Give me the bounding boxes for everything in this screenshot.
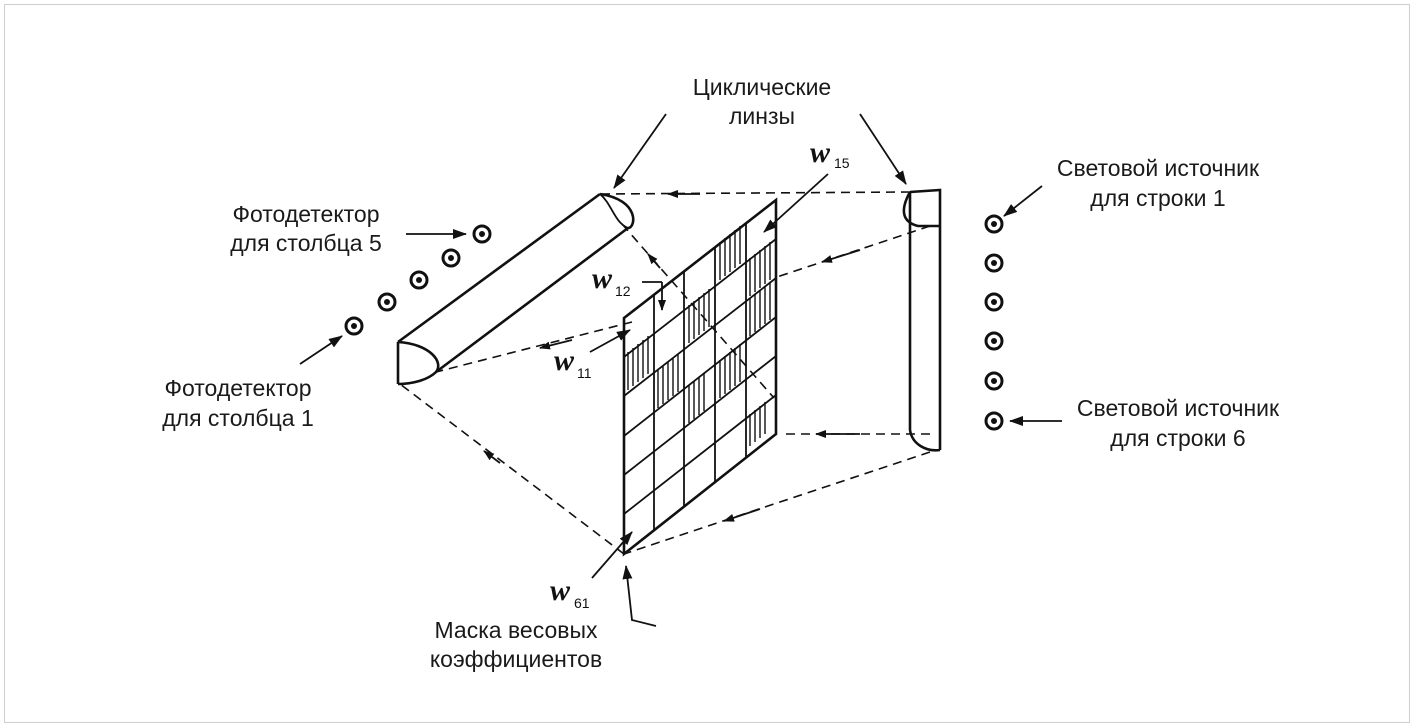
photodetector-col1-label-line2: для столбца 1: [162, 405, 314, 431]
light-source-row1-label-line2: для строки 1: [1090, 185, 1225, 211]
weight-w61-label: w 61: [550, 574, 590, 611]
photodetectors: [344, 224, 492, 336]
cyclic-lenses-label-line1: Циклические: [693, 74, 831, 100]
cyclic-lens-horizontal: [396, 192, 635, 386]
cyclic-lens-vertical: [902, 188, 942, 452]
ray-arrows: [483, 190, 861, 522]
weight-w15-label: w 15: [810, 136, 850, 171]
weight-mask-label-line2: коэффициентов: [430, 646, 602, 672]
light-source-row4-icon: [984, 331, 1004, 351]
svg-text:15: 15: [834, 155, 850, 171]
photodetector-col3-icon: [409, 270, 429, 290]
cyclic-lenses-label-line2: линзы: [729, 103, 795, 129]
photodetector-col1-label-line1: Фотодетектор: [164, 375, 311, 401]
photodetector-col4-icon: [441, 248, 461, 268]
photodetector-col5-label-line2: для столбца 5: [230, 230, 382, 256]
photodetector-col5-icon: [472, 224, 492, 244]
photodetector-col5-label-line1: Фотодетектор: [232, 201, 379, 227]
weight-w12-label: w 12: [592, 262, 631, 299]
pointer-arrows: [299, 113, 1062, 627]
weight-w11-label: w 11: [554, 344, 592, 381]
light-source-row3-icon: [984, 292, 1004, 312]
svg-text:w: w: [550, 574, 571, 607]
light-source-row2-icon: [984, 253, 1004, 273]
light-source-row6-label-line2: для строки 6: [1110, 425, 1245, 451]
svg-text:12: 12: [615, 283, 631, 299]
svg-text:w: w: [592, 262, 613, 295]
photodetector-col1-icon: [344, 316, 364, 336]
light-source-row1-icon: [984, 214, 1004, 234]
light-source-row5-icon: [984, 371, 1004, 391]
weight-mask-label-line1: Маска весовых: [434, 617, 598, 643]
svg-text:w: w: [554, 344, 575, 377]
figure-frame: [4, 4, 1410, 723]
svg-text:w: w: [810, 136, 831, 169]
light-source-row1-label-line1: Световой источник: [1057, 155, 1260, 181]
light-source-row6-icon: [984, 411, 1004, 431]
svg-text:11: 11: [577, 365, 592, 381]
mask-hatching: [627, 226, 771, 446]
light-rays: [399, 191, 931, 555]
svg-text:61: 61: [574, 595, 590, 611]
light-source-row6-label-line1: Световой источник: [1077, 395, 1280, 421]
weight-mask: [622, 197, 778, 557]
photodetector-col2-icon: [377, 292, 397, 312]
light-sources: [984, 214, 1004, 431]
